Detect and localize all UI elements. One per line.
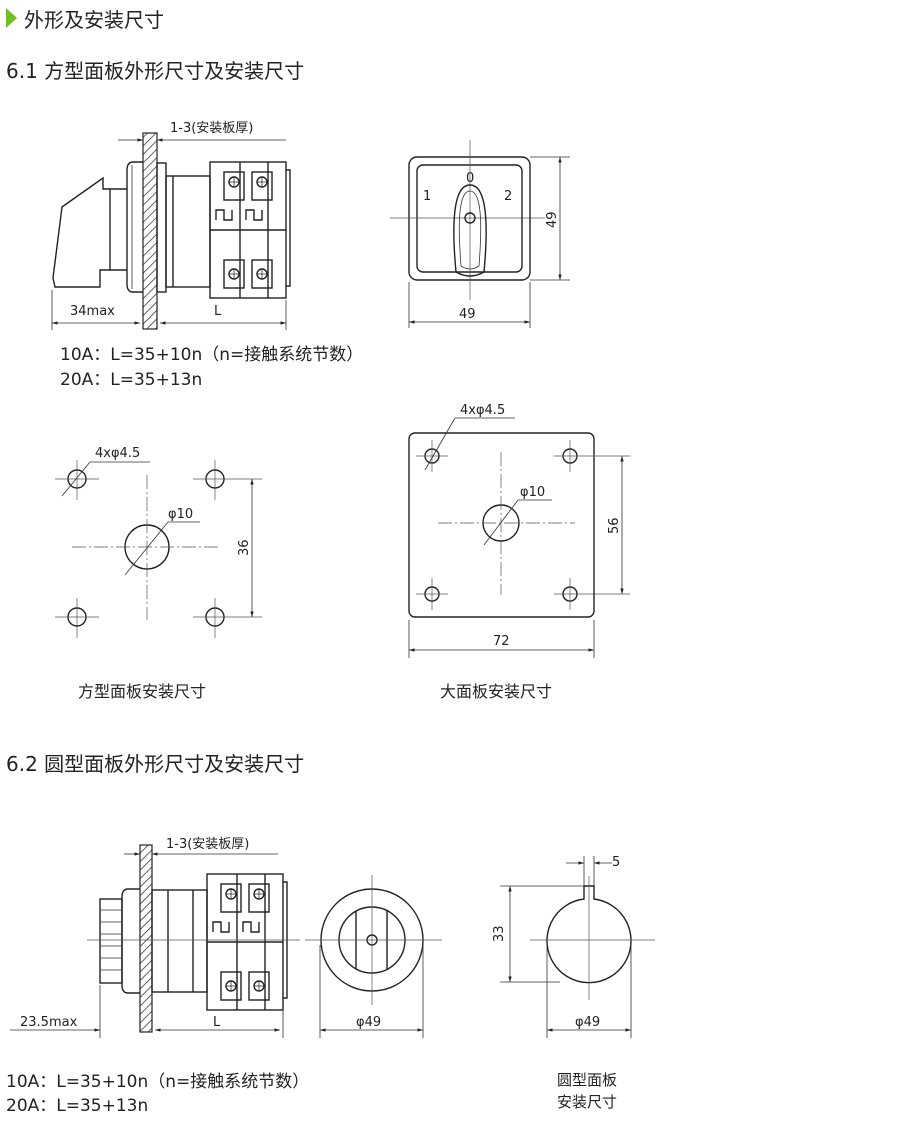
square-center-label: φ10 [168,507,193,522]
position-1: 1 [423,189,431,204]
front-height-label: 49 [545,211,560,228]
round-length-label: L [213,1015,221,1030]
knob-depth-label: 34max [70,304,115,319]
round-formula-20a: 20A：L=35+13n [6,1096,148,1116]
large-height-label: 56 [607,517,622,534]
square-spacing-label: 36 [237,539,252,556]
cutout-diameter-label: φ49 [575,1015,600,1030]
square-side-view [51,132,291,330]
round-formula-10a: 10A：L=35+10n（n=接触系统节数） [6,1072,309,1092]
large-mount-caption: 大面板安装尺寸 [440,682,552,701]
round-cutout-drawing [500,856,655,1038]
formula-20a: 20A：L=35+13n [60,370,202,390]
front-width-label: 49 [459,307,476,322]
large-width-label: 72 [493,634,510,649]
large-center-label: φ10 [520,485,545,500]
heading-6-1: 6.1 方型面板外形尺寸及安装尺寸 [6,59,304,83]
round-knob-depth-label: 23.5max [20,1015,78,1030]
heading-6-2: 6.2 圆型面板外形尺寸及安装尺寸 [6,752,304,776]
square-holes-label: 4xφ4.5 [95,446,140,461]
panel-thickness-label: 1-3(安装板厚) [170,121,253,136]
position-0: 0 [466,171,474,186]
square-front-view [390,140,570,328]
cutout-caption-line2: 安装尺寸 [557,1093,617,1111]
large-holes-label: 4xφ4.5 [460,403,505,418]
round-front-view [305,875,442,1038]
large-mount-drawing [408,417,630,658]
round-front-diameter-label: φ49 [356,1015,381,1030]
round-side-view [10,844,300,1038]
section-marker-icon [6,8,17,28]
position-2: 2 [504,189,512,204]
formula-10a: 10A：L=35+10n（n=接触系统节数） [60,345,363,365]
key-width-label: 5 [612,855,620,870]
section-title: 外形及安装尺寸 [24,8,164,32]
square-mount-drawing [55,460,262,638]
round-panel-thickness-label: 1-3(安装板厚) [166,837,249,852]
length-label: L [214,304,222,319]
square-mount-caption: 方型面板安装尺寸 [78,682,206,701]
cutout-height-label: 33 [492,925,507,942]
cutout-caption-line1: 圆型面板 [557,1071,617,1089]
